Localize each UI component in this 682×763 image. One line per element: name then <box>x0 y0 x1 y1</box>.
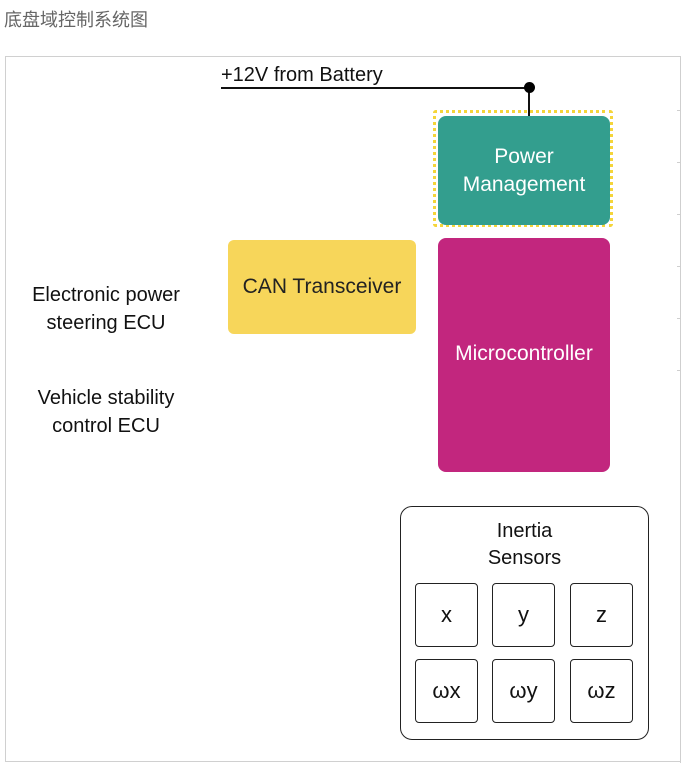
sensor-axis-y[interactable]: y <box>492 583 555 647</box>
battery-to-power-wire[interactable] <box>528 88 530 116</box>
diagram-canvas <box>5 56 680 762</box>
page-title: 底盘域控制系统图 <box>4 10 148 31</box>
power-management-block[interactable]: Power Management <box>438 116 610 225</box>
sensor-axis-wy[interactable]: ωy <box>492 659 555 723</box>
sensor-axis-wz[interactable]: ωz <box>570 659 633 723</box>
can-transceiver-block[interactable]: CAN Transceiver <box>228 240 416 334</box>
inertia-sensors-title: Inertia Sensors <box>400 518 649 572</box>
power-management-label-line2: Management <box>462 172 586 196</box>
ruler-tick <box>677 266 680 267</box>
microcontroller-block[interactable]: Microcontroller <box>438 238 610 472</box>
vsc-ecu-label-line1: Vehicle stability <box>37 387 175 409</box>
eps-ecu-label-line2: steering ECU <box>46 312 166 334</box>
selection-outline <box>433 110 613 227</box>
ruler-tick <box>677 214 680 215</box>
ruler-tick <box>677 110 680 111</box>
inertia-sensors-title-line1: Inertia <box>496 520 553 542</box>
vsc-ecu-label[interactable]: Vehicle stability control ECU <box>10 384 202 440</box>
wire-junction-dot <box>524 82 535 93</box>
power-management-label-line1: Power <box>494 144 554 168</box>
ruler-tick <box>677 162 680 163</box>
canvas-ruler <box>680 56 681 763</box>
microcontroller-label: Microcontroller <box>455 342 593 365</box>
eps-ecu-label[interactable]: Electronic power steering ECU <box>10 281 202 337</box>
vsc-ecu-label-line2: control ECU <box>52 415 160 437</box>
battery-input-label[interactable]: +12V from Battery <box>221 64 383 86</box>
ruler-tick <box>677 370 680 371</box>
can-transceiver-label: CAN Transceiver <box>242 275 402 298</box>
ruler-tick <box>677 318 680 319</box>
sensor-axis-z[interactable]: z <box>570 583 633 647</box>
battery-wire[interactable] <box>221 87 529 89</box>
eps-ecu-label-line1: Electronic power <box>32 284 180 306</box>
sensor-axis-x[interactable]: x <box>415 583 478 647</box>
inertia-sensors-title-line2: Sensors <box>487 547 562 569</box>
sensor-axis-wx[interactable]: ωx <box>415 659 478 723</box>
